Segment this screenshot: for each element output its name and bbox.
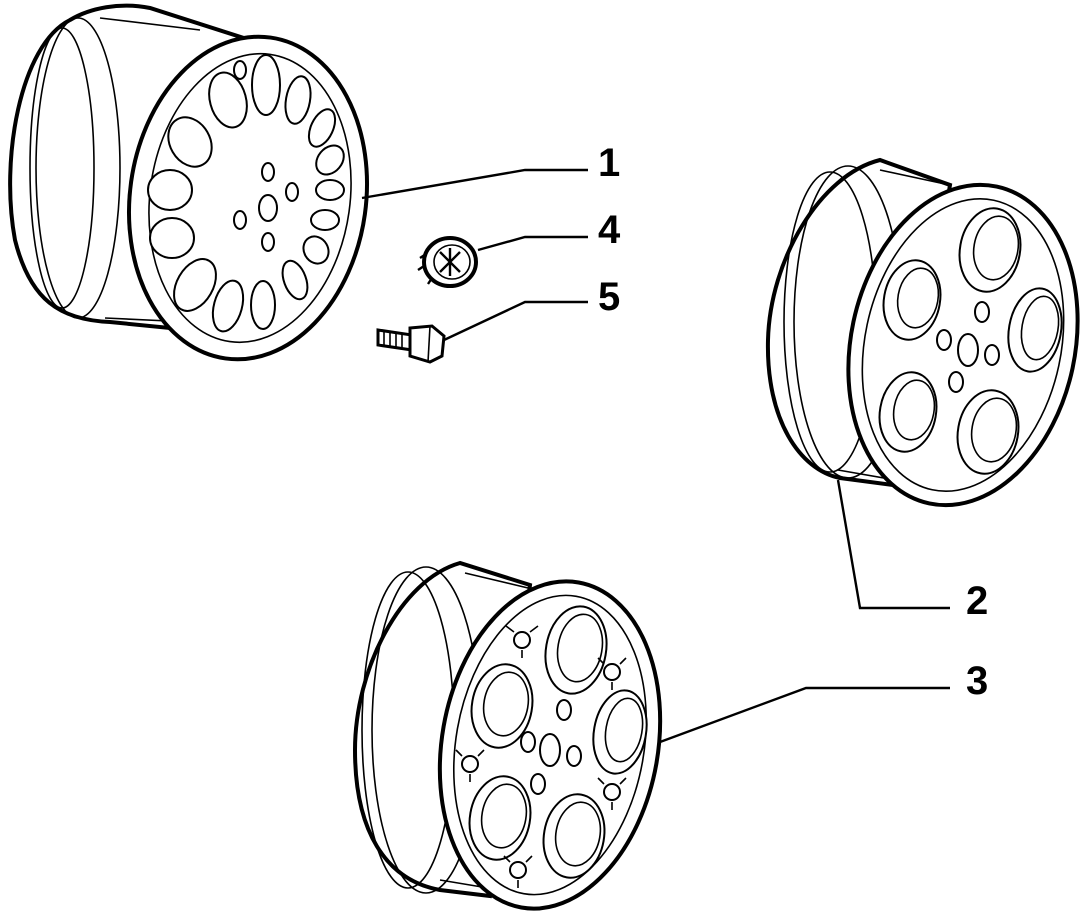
leader-line-5	[443, 300, 588, 342]
hub-cap-4	[417, 236, 478, 288]
part-label-4: 4	[598, 208, 621, 252]
wheel-rim-3	[352, 560, 663, 911]
part-label-5: 5	[598, 275, 620, 319]
leader-line-1	[361, 168, 588, 200]
wheel-bolt-5	[376, 324, 446, 364]
leader-line-3	[659, 686, 950, 744]
wheel-rim-2-hub	[936, 301, 1000, 393]
wheel-rim-3-trefoils	[455, 625, 627, 888]
wheel-rim-1	[8, 3, 370, 362]
part-label-3: 3	[966, 659, 988, 703]
wheel-rim-3-holes	[468, 605, 648, 879]
wheel-rim-1-spoke-holes	[147, 54, 345, 333]
wheel-rim-2	[765, 157, 1080, 508]
wheel-rim-3-hub	[520, 699, 582, 795]
wheel-rim-2-holes	[878, 207, 1063, 475]
part-label-1: 1	[598, 141, 620, 185]
wheel-rim-1-hub	[233, 162, 299, 252]
part-label-2: 2	[966, 579, 988, 623]
leader-line-2	[836, 479, 950, 610]
leader-line-4	[477, 235, 588, 252]
